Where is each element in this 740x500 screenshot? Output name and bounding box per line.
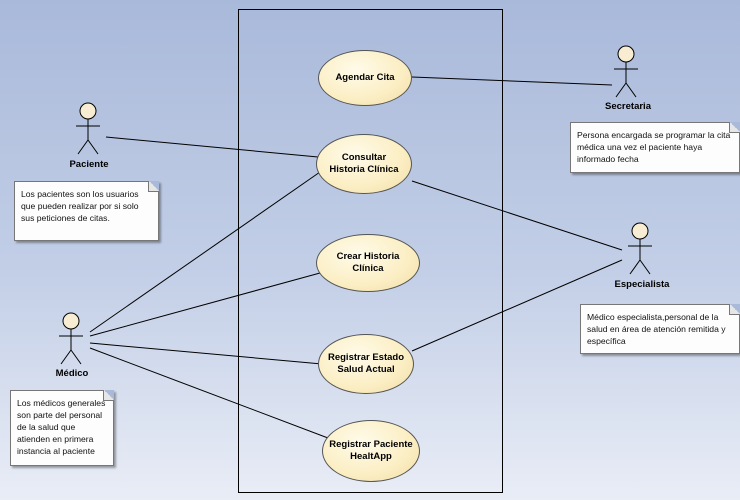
- actor-paciente-label: Paciente: [69, 159, 109, 170]
- assoc-medico-consultar: [89, 171, 321, 333]
- note-paciente: Los pacientes son los usuarios que puede…: [14, 181, 159, 241]
- system-boundary: [238, 9, 503, 493]
- actor-secretaria-label: Secretaria: [605, 101, 651, 112]
- assoc-especialista-consultar: [411, 180, 623, 251]
- assoc-paciente-consultar: [105, 136, 319, 158]
- assoc-medico-registrar: [89, 347, 329, 439]
- actor-medico-label: Médico: [55, 368, 89, 379]
- note-medico: Los médicos generales son parte del pers…: [10, 390, 114, 466]
- actor-medico-icon[interactable]: [51, 312, 91, 374]
- usecase-registrar-estado[interactable]: Registrar Estado Salud Actual: [318, 334, 414, 394]
- assoc-especialista-estado: [411, 259, 623, 352]
- usecase-agendar-cita[interactable]: Agendar Cita: [318, 50, 412, 106]
- assoc-medico-crear: [89, 272, 321, 337]
- usecase-crear-historia[interactable]: Crear Historia Clínica: [316, 234, 420, 292]
- actor-especialista-icon[interactable]: [620, 222, 660, 284]
- note-paciente-text: Los pacientes son los usuarios que puede…: [21, 189, 139, 223]
- usecase-consultar-historia[interactable]: Consultar Historia Clínica: [316, 134, 412, 194]
- note-fold-icon: [729, 122, 740, 133]
- actor-secretaria-icon[interactable]: [606, 45, 646, 107]
- usecase-registrar-paciente[interactable]: Registrar Paciente HealtApp: [322, 420, 420, 482]
- assoc-medico-estado: [89, 342, 323, 365]
- note-fold-icon: [148, 181, 159, 192]
- note-medico-text: Los médicos generales son parte del pers…: [17, 398, 106, 456]
- note-fold-icon: [103, 390, 114, 401]
- actor-especialista-label: Especialista: [614, 279, 670, 290]
- note-secretaria: Persona encargada se programar la cita m…: [570, 122, 740, 173]
- note-secretaria-text: Persona encargada se programar la cita m…: [577, 130, 731, 164]
- assoc-secretaria-agendar: [411, 76, 613, 86]
- note-especialista: Médico especialista,personal de la salud…: [580, 304, 740, 354]
- note-fold-icon: [729, 304, 740, 315]
- note-especialista-text: Médico especialista,personal de la salud…: [587, 312, 726, 346]
- actor-paciente-icon[interactable]: [68, 102, 108, 164]
